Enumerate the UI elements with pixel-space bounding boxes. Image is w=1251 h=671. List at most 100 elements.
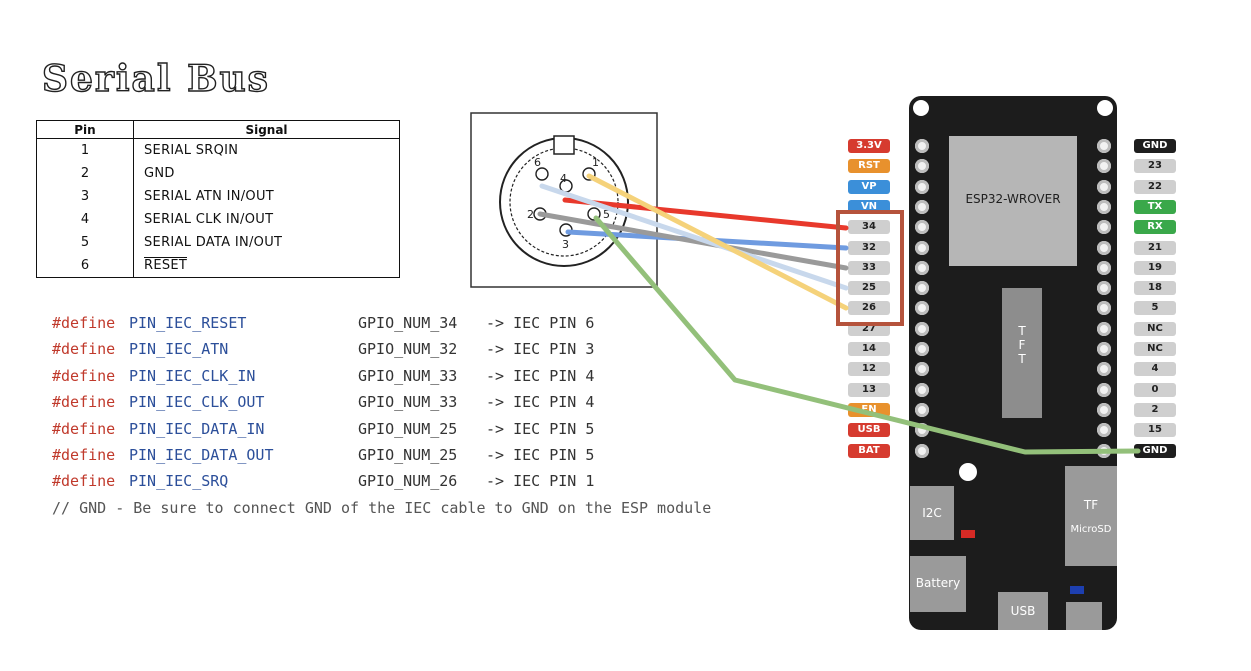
pin-label-rst: RST	[848, 159, 890, 174]
pin-label-12: 12	[848, 362, 890, 377]
i2c-label: I2C	[922, 506, 942, 520]
tft-letter: T	[1018, 352, 1026, 366]
pin-hole	[1097, 321, 1111, 336]
define-comment: -> IEC PIN 1	[486, 472, 595, 491]
define-keyword: #define	[52, 366, 116, 385]
wire-srq	[586, 173, 849, 311]
din-label-3: 3	[562, 238, 569, 251]
pin-hole	[1097, 179, 1111, 194]
din-label-6: 6	[534, 156, 541, 169]
pin-hole	[915, 301, 929, 316]
define-gpio: GPIO_NUM_25	[358, 445, 458, 464]
pin-label-23: 23	[1134, 159, 1176, 174]
signal-cell: Serial ATN IN/OUT	[144, 189, 275, 204]
pin-label-vp: VP	[848, 179, 890, 194]
module-label: ESP32-WROVER	[965, 192, 1061, 206]
define-gpio: GPIO_NUM_25	[358, 419, 458, 438]
table-header-row: Pin Signal	[36, 120, 400, 139]
pin-label-33: 33	[848, 260, 890, 275]
pin-cell: 1	[36, 138, 134, 162]
define-keyword: #define	[52, 314, 116, 332]
pin-cell: 2	[36, 162, 134, 185]
pin-label-gnd: GND	[1134, 443, 1176, 458]
pin-hole	[1097, 301, 1111, 316]
pin-hole	[915, 362, 929, 377]
define-gpio: GPIO_NUM_32	[358, 340, 458, 359]
pin-hole	[915, 443, 929, 458]
pin-label-4: 4	[1134, 362, 1176, 377]
code-block: #define PIN_IEC_RESET GPIO_NUM_34 -> IEC PI…	[52, 314, 711, 525]
define-keyword: #define	[52, 419, 116, 438]
table-row: 2 GND	[36, 162, 400, 185]
usb-port-label: USB	[1010, 604, 1036, 618]
din-label-1: 1	[592, 156, 599, 169]
pin-label-2: 2	[1134, 402, 1176, 417]
reset-signal-label: RESET	[144, 257, 188, 273]
define-name: PIN_IEC_DATA_OUT	[129, 445, 274, 464]
pin-label-32: 32	[848, 240, 890, 255]
pin-cell: 4	[36, 208, 134, 231]
signal-cell: Serial CLK IN/OUT	[144, 212, 274, 227]
gnd-comment: // GND - Be sure to connect GND of the I…	[52, 498, 712, 517]
pin-label-usb: USB	[848, 423, 890, 438]
define-name: PIN_IEC_RESET	[129, 314, 247, 332]
pin-hole	[915, 281, 929, 296]
pin-hole	[1097, 199, 1111, 214]
signal-cell: GND	[144, 166, 175, 181]
pin-label-bat: BAT	[848, 443, 890, 458]
signal-cell: RESET	[134, 254, 400, 278]
wire-clk	[537, 211, 849, 271]
pin-hole	[915, 159, 929, 174]
microsd-label: MicroSD	[1070, 524, 1112, 535]
pin-hole	[1097, 382, 1111, 397]
pin-hole	[915, 402, 929, 417]
pin-hole	[915, 199, 929, 214]
wire-data	[539, 183, 849, 291]
define-keyword: #define	[52, 472, 116, 491]
tft-header: T F T	[1002, 288, 1042, 418]
pin-hole	[915, 240, 929, 255]
define-name: PIN_IEC_DATA_IN	[129, 419, 265, 438]
pin-label-22: 22	[1134, 179, 1176, 194]
define-name: PIN_IEC_SRQ	[129, 472, 229, 491]
define-gpio: GPIO_NUM_33	[358, 393, 458, 412]
pin-label-5: 5	[1134, 301, 1176, 316]
define-keyword: #define	[52, 340, 116, 359]
define-gpio: GPIO_NUM_33	[358, 366, 458, 385]
pin-label-nc: NC	[1134, 342, 1176, 356]
signal-cell: Serial DATA IN/OUT	[144, 235, 283, 250]
define-comment: -> IEC PIN 5	[486, 419, 595, 438]
define-keyword: #define	[52, 445, 116, 464]
connector-key	[553, 135, 575, 155]
pin-hole	[1097, 423, 1111, 438]
table-row: 5 Serial DATA IN/OUT	[36, 231, 400, 254]
din-label-4: 4	[560, 172, 567, 185]
code-line: #define PIN_IEC_CLK_IN GPIO_NUM_33 -> IEC P…	[52, 367, 711, 393]
pin-label-21: 21	[1134, 240, 1176, 255]
code-line: #define PIN_IEC_DATA_OUT GPIO_NUM_25 -> IEC…	[52, 446, 711, 472]
table-row: 1 Serial SRQIN	[36, 138, 400, 162]
connector-inner-ring	[509, 147, 619, 257]
define-gpio: GPIO_NUM_34	[358, 314, 458, 332]
signal-cell: Serial SRQIN	[144, 143, 239, 158]
pin-label-13: 13	[848, 382, 890, 397]
usb-port: USB	[998, 592, 1048, 630]
column-header-signal: Signal	[133, 120, 400, 139]
pin-label-gnd: GND	[1134, 139, 1176, 153]
define-name: PIN_IEC_CLK_IN	[129, 366, 256, 385]
pin-hole	[1097, 342, 1111, 356]
define-comment: -> IEC PIN 4	[486, 366, 595, 385]
pin-label-15: 15	[1134, 423, 1176, 438]
pin-cell: 6	[36, 254, 134, 278]
mount-hole-top-left	[913, 100, 929, 116]
define-comment: -> IEC PIN 5	[486, 445, 595, 464]
pin-label-0: 0	[1134, 382, 1176, 397]
pin-hole	[1097, 402, 1111, 417]
pin-hole	[1097, 220, 1111, 235]
pin-cell: 3	[36, 185, 134, 208]
code-line: #define PIN_IEC_DATA_IN GPIO_NUM_25 -> IEC …	[52, 420, 711, 446]
pin-hole	[1097, 362, 1111, 377]
pin-hole	[1097, 281, 1111, 296]
esp32-board: ESP32-WROVER T F T I2C TF MicroSD Batter…	[909, 96, 1117, 630]
